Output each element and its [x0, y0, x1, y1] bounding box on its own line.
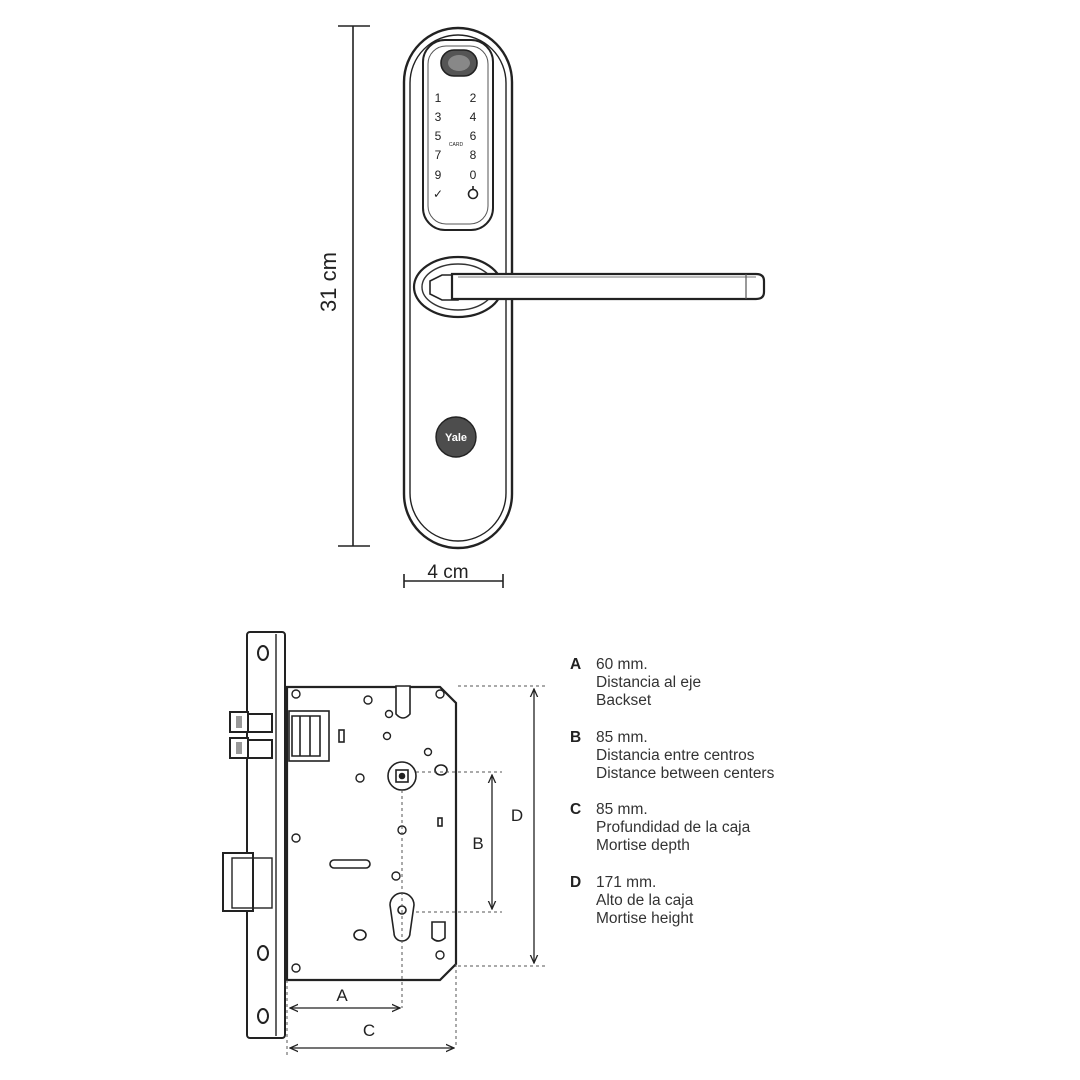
- spec-b-es: Distancia entre centros: [596, 747, 755, 764]
- spec-a-es: Distancia al eje: [596, 674, 702, 691]
- mortise-screws: [291, 689, 445, 973]
- brand-label: Yale: [445, 432, 467, 444]
- key-confirm[interactable]: ✓: [433, 187, 443, 201]
- key-8[interactable]: 8: [470, 148, 477, 162]
- height-dimension: [338, 25, 370, 547]
- width-label: 4 cm: [427, 562, 468, 583]
- spec-c-es: Profundidad de la caja: [596, 819, 751, 836]
- spec-c-letter: C: [570, 801, 582, 818]
- lever-handle[interactable]: [412, 255, 766, 319]
- spec-c-en: Mortise depth: [596, 837, 690, 854]
- key-2[interactable]: 2: [470, 91, 477, 105]
- dim-label-d: D: [511, 806, 523, 825]
- key-7[interactable]: 7: [435, 148, 442, 162]
- keypad-panel: [422, 39, 494, 231]
- deadbolt: [222, 852, 273, 912]
- key-1[interactable]: 1: [435, 91, 442, 105]
- spec-b-value: 85 mm.: [596, 729, 648, 746]
- yale-logo: Yale: [435, 416, 477, 458]
- dim-label-c: C: [363, 1021, 375, 1040]
- keypad-keys: 1 2 3 4 5 6 7 8 9 0 ✓: [433, 91, 477, 201]
- dim-label-b: B: [472, 834, 483, 853]
- latch-bolt: [229, 711, 273, 759]
- spec-d-en: Mortise height: [596, 910, 694, 927]
- key-0[interactable]: 0: [470, 168, 477, 182]
- lock-key-icon[interactable]: [467, 186, 479, 200]
- spec-d-es: Alto de la caja: [596, 892, 694, 909]
- mortise-internals: [288, 685, 448, 942]
- spec-d-value: 171 mm.: [596, 874, 657, 891]
- faceplate: [246, 631, 286, 1039]
- spec-d-letter: D: [570, 874, 582, 891]
- spec-c-value: 85 mm.: [596, 801, 648, 818]
- width-dimension: [403, 574, 504, 588]
- spec-d: D 171 mm. Alto de la caja Mortise height: [570, 874, 950, 928]
- spec-b: B 85 mm. Distancia entre centros Distance…: [570, 729, 950, 783]
- spec-a-value: 60 mm.: [596, 656, 648, 673]
- spec-b-letter: B: [570, 729, 582, 746]
- key-6[interactable]: 6: [470, 129, 477, 143]
- spec-a-letter: A: [570, 656, 582, 673]
- spec-b-en: Distance between centers: [596, 765, 775, 782]
- height-label: 31 cm: [316, 252, 341, 312]
- key-9[interactable]: 9: [435, 168, 442, 182]
- key-3[interactable]: 3: [435, 110, 442, 124]
- spec-a: A 60 mm. Distancia al eje Backset: [570, 656, 950, 710]
- fingerprint-sensor: [440, 49, 478, 77]
- spec-c: C 85 mm. Profundidad de la caja Mortise d…: [570, 801, 950, 855]
- key-5[interactable]: 5: [435, 129, 442, 143]
- card-label: CARD: [449, 142, 464, 148]
- spec-a-en: Backset: [596, 692, 652, 709]
- dim-label-a: A: [336, 986, 348, 1005]
- mortise-dimension-arrows: [290, 689, 534, 1048]
- mortise-dimension-lines: [286, 685, 546, 1056]
- key-4[interactable]: 4: [470, 110, 477, 124]
